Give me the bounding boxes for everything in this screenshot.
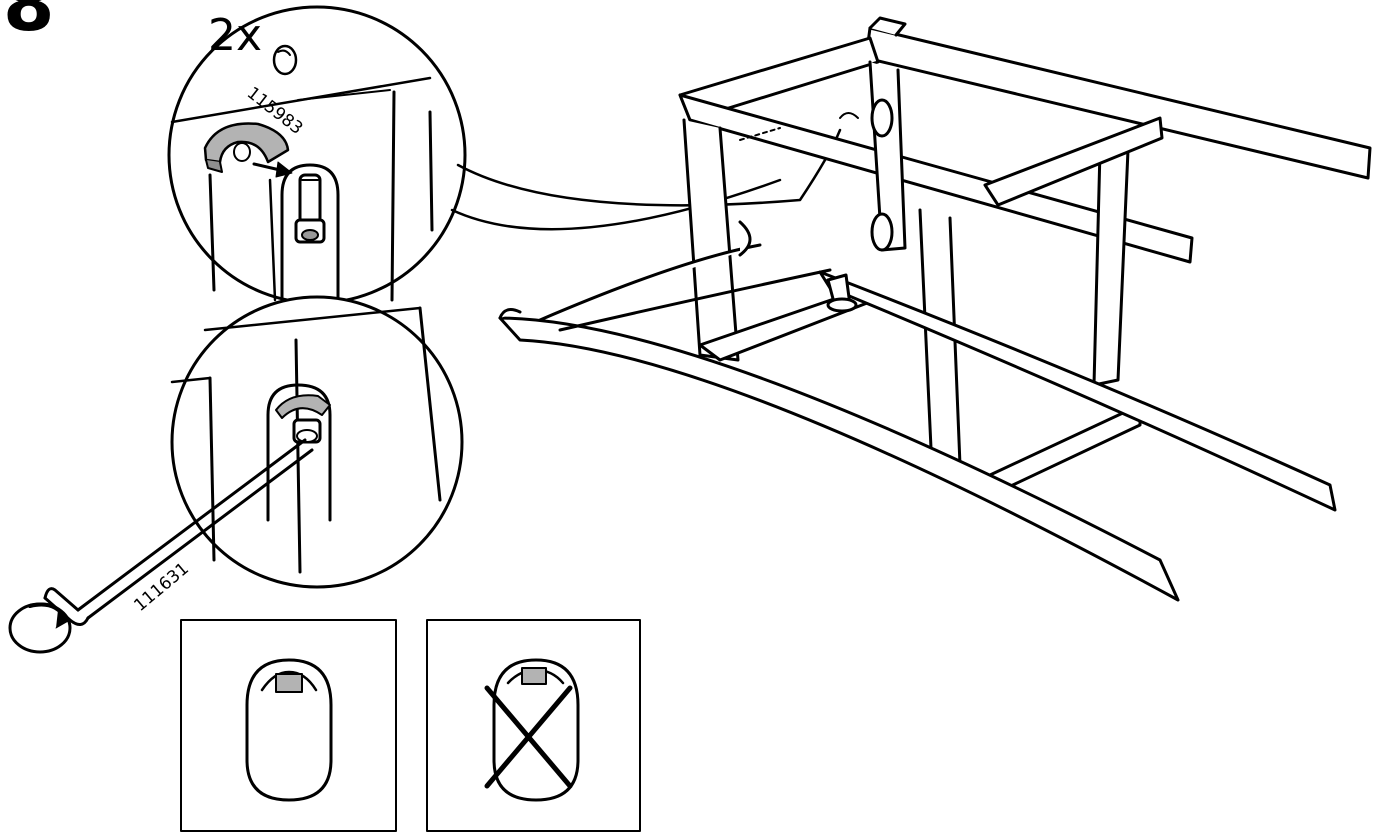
detail-circle-bottom [170,295,464,589]
plug-icon [272,44,298,76]
quantity-label: 2x [208,10,262,61]
bracket-icon [203,122,290,173]
detail-circle-top [167,5,467,305]
cross-icon [484,685,573,789]
chair-illustration [498,16,1372,602]
step-number: 8 [3,0,55,48]
rotate-arrow-icon [8,602,72,654]
allen-key-part-number: 111631 [130,559,193,616]
screw-icon [294,173,326,244]
arrow-icon [252,161,293,178]
check-panel-correct [180,619,397,832]
check-panel-incorrect [426,619,641,832]
